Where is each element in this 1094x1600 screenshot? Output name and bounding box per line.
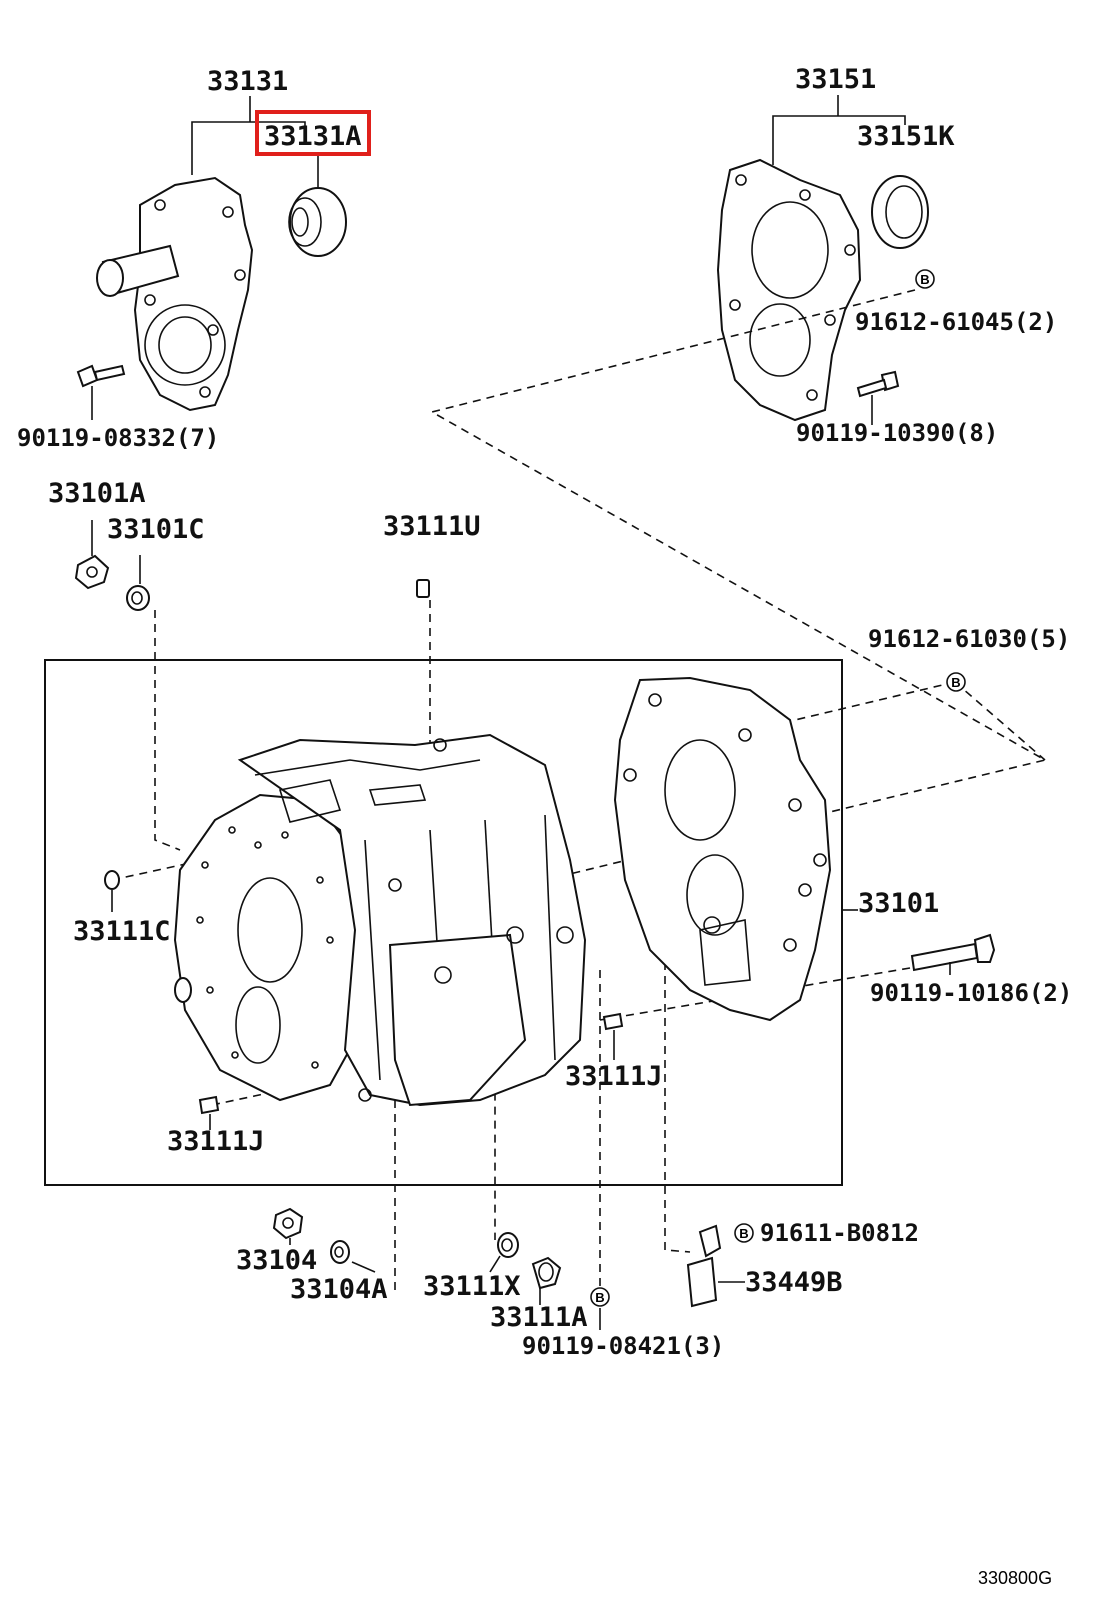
- pin-33111J-left-drawing: [198, 1095, 220, 1130]
- transmission-case-33101-drawing: [173, 676, 832, 1107]
- label-33104A[interactable]: 33104A: [290, 1274, 388, 1305]
- diagram-code: 330800G: [978, 1568, 1052, 1588]
- gasket-33101C-drawing: [126, 555, 150, 611]
- label-33111C[interactable]: 33111C: [73, 916, 171, 947]
- b-marker-91611: B: [734, 1223, 754, 1243]
- label-90119-10186[interactable]: 90119-10186(2): [870, 979, 1072, 1007]
- plug-33104-drawing: [272, 1207, 304, 1245]
- oil-seal-33131A-drawing: [288, 187, 347, 257]
- label-33101C[interactable]: 33101C: [107, 514, 205, 545]
- label-33111J-right[interactable]: 33111J: [565, 1061, 663, 1092]
- plug-33111A-drawing: [531, 1256, 562, 1305]
- leader-33151: [772, 95, 906, 165]
- extension-housing-33131-drawing: [96, 176, 254, 412]
- svg-text:B: B: [920, 272, 929, 287]
- b-marker-mid: B: [946, 672, 966, 692]
- svg-text:B: B: [951, 675, 960, 690]
- bolt-90119-08332-drawing: [76, 364, 126, 420]
- bolt-90119-10390-drawing: [856, 370, 900, 425]
- b-marker-top: B: [915, 269, 935, 289]
- label-91611-B0812[interactable]: 91611-B0812: [760, 1219, 919, 1247]
- label-33151K[interactable]: 33151K: [857, 121, 955, 152]
- plug-33111C-drawing: [104, 870, 120, 912]
- label-33449B[interactable]: 33449B: [745, 1267, 843, 1298]
- rear-housing-33151-drawing: [716, 158, 862, 422]
- label-90119-08332[interactable]: 90119-08332(7): [17, 424, 219, 452]
- label-33101A[interactable]: 33101A: [48, 478, 146, 509]
- bolt-90119-10186-drawing: [910, 933, 996, 975]
- pin-33111U-drawing: [416, 579, 430, 598]
- label-33131A[interactable]: 33131A: [264, 121, 362, 152]
- label-33111U[interactable]: 33111U: [383, 511, 481, 542]
- label-91612-61045[interactable]: 91612-61045(2): [855, 308, 1057, 336]
- stud-33101A-drawing: [74, 520, 110, 590]
- pin-33111J-right-drawing: [602, 1012, 624, 1060]
- gasket-33104A-drawing: [330, 1240, 376, 1273]
- case-assembly-frame: [44, 659, 843, 1186]
- label-33111X[interactable]: 33111X: [423, 1271, 521, 1302]
- label-33131[interactable]: 33131: [207, 66, 288, 97]
- plate-33449B-drawing: [686, 1224, 745, 1308]
- label-90119-10390[interactable]: 90119-10390(8): [796, 419, 998, 447]
- label-33111A[interactable]: 33111A: [490, 1302, 588, 1333]
- label-33111J-left[interactable]: 33111J: [167, 1126, 265, 1157]
- label-90119-08421[interactable]: 90119-08421(3): [522, 1332, 724, 1360]
- gasket-33111X-drawing: [489, 1232, 519, 1273]
- svg-text:B: B: [595, 1290, 604, 1305]
- highlight-box: [255, 110, 371, 156]
- label-33104[interactable]: 33104: [236, 1245, 317, 1276]
- leader-33131: [191, 96, 319, 190]
- label-91612-61030[interactable]: 91612-61030(5): [868, 625, 1070, 653]
- oil-seal-33151K-drawing: [871, 175, 929, 249]
- svg-text:B: B: [739, 1226, 748, 1241]
- label-33151[interactable]: 33151: [795, 64, 876, 95]
- b-marker-bottom: B: [590, 1287, 610, 1307]
- label-33101[interactable]: 33101: [858, 888, 939, 919]
